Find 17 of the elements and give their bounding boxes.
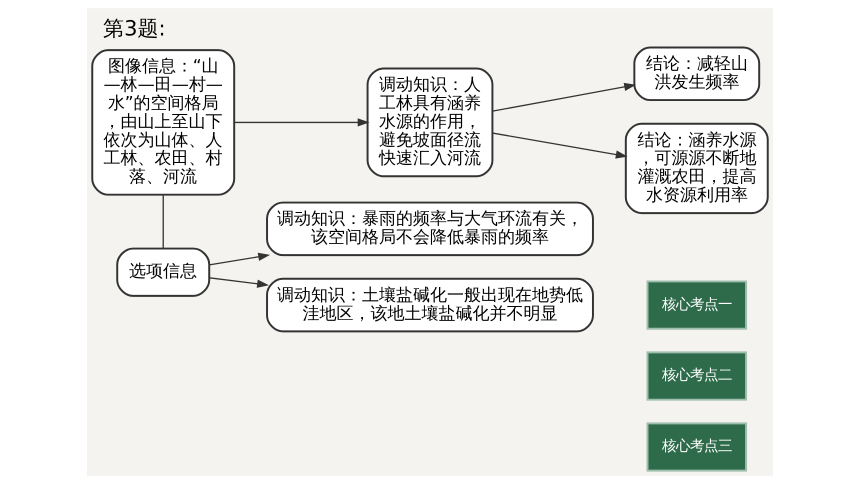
- label: 核心考点二: [662, 368, 732, 384]
- node-box: 图像信息：“山—林—田—村—水”的空间格局，由山上至山下依次为山体、人工林、农田、村落、河流: [91, 49, 236, 196]
- arrow: [492, 82, 636, 112]
- node-box: 调动知识：土壤盐碱化一般出现在地势低洼地区，该地土壤盐碱化并不明显: [266, 278, 594, 332]
- arrow: [209, 277, 269, 288]
- node-box: 选项信息: [116, 248, 210, 297]
- arrow: [234, 118, 370, 127]
- node-box: 调动知识：暴雨的频率与大气环流有关，该空间格局不会降低暴雨的频率: [266, 202, 594, 256]
- connector: [162, 195, 164, 248]
- label: 核心考点一: [662, 296, 732, 313]
- arrow: [492, 132, 628, 159]
- node-box: 结论：涵养水源，可源源不断地灌溉农田，提高水资源利用率: [624, 122, 769, 214]
- diagram-title: 第3题:: [103, 15, 166, 40]
- label: 核心考点三: [662, 438, 732, 455]
- node-box: 结论：减轻山洪发生频率: [633, 46, 760, 102]
- node-box: 调动知识：人工林具有涵养水源的作用，避免坡面径流快速汇入河流: [366, 68, 494, 178]
- arrow: [209, 252, 270, 266]
